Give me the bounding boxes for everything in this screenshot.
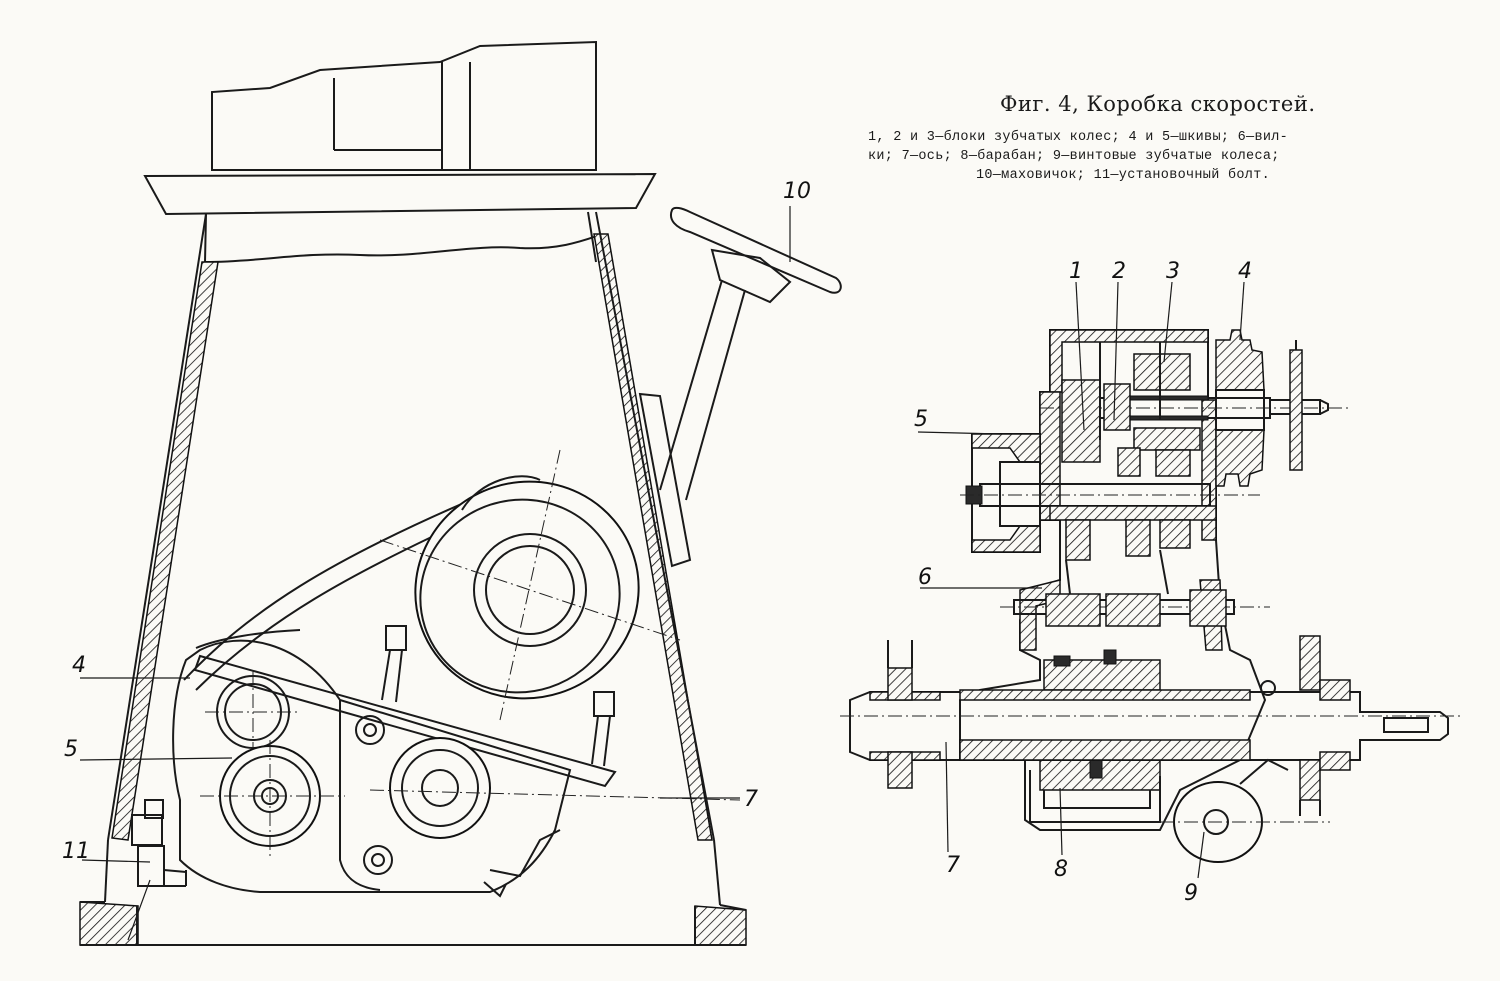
callout-11: 11: [62, 839, 90, 864]
mount-bolt: [381, 625, 615, 767]
callout-7-left: 7: [744, 787, 758, 812]
callout-10: 10: [783, 179, 811, 204]
callout-9: 9: [1184, 881, 1198, 906]
callout-8: 8: [1054, 857, 1068, 882]
callout-7-right: 7: [946, 853, 960, 878]
machine-head: [211, 40, 597, 171]
column-body: [79, 211, 747, 946]
figure-legend: 1, 2 и 3—блоки зубчатых колес; 4 и 5—шки…: [868, 128, 1378, 185]
callout-3: 3: [1166, 259, 1180, 284]
callout-2: 2: [1112, 259, 1126, 284]
legend-line-1: 1, 2 и 3—блоки зубчатых колес; 4 и 5—шки…: [868, 130, 1289, 145]
axis-7: [840, 635, 1460, 816]
legend-line-3: 10—маховичок; 11—установочный болт.: [975, 168, 1271, 183]
left-callouts: 10 4 5 7 11: [62, 179, 811, 941]
adjusting-bolt-11: [131, 799, 187, 887]
callout-1: 1: [1069, 259, 1083, 284]
motor-pulley: [379, 449, 681, 721]
callout-4-right: 4: [1238, 259, 1252, 284]
right-callouts: 1 2 3 4 5 6 7 8 9: [914, 259, 1252, 906]
fork-rail-6: [1000, 549, 1270, 627]
gear-blocks: [1061, 342, 1201, 477]
callout-4-left: 4: [72, 653, 86, 678]
figure-title: Фиг. 4, Коробка скоростей.: [1000, 92, 1316, 116]
handwheel-10: [638, 206, 842, 568]
legend-line-2: ки; 7—ось; 8—барабан; 9—винтовые зубчаты…: [868, 149, 1280, 164]
drum-8: [1029, 649, 1161, 823]
callout-5-left: 5: [64, 737, 78, 762]
right-frame: [1289, 340, 1303, 471]
gearbox-housing: [172, 625, 741, 898]
table-plate: [143, 172, 657, 216]
right-view: 1 2 3 4 5 6 7 8 9: [840, 259, 1460, 906]
left-view: 10 4 5 7 11: [62, 40, 842, 946]
helical-gear-9: [1160, 680, 1330, 863]
middle-shaft: [960, 483, 1260, 561]
callout-6: 6: [918, 565, 932, 590]
pulley-5: [971, 433, 1041, 553]
pulley-4: [1215, 329, 1265, 487]
callout-5-right: 5: [914, 407, 928, 432]
